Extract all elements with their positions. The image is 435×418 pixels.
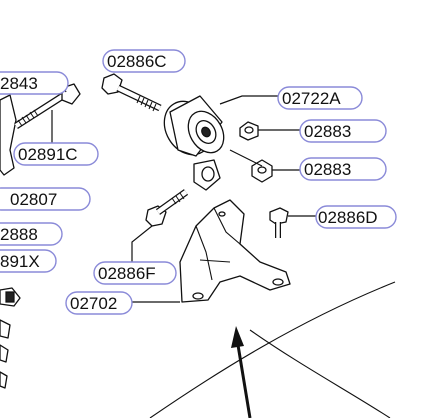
svg-text:02883: 02883 xyxy=(304,122,351,141)
label-02807[interactable]: 02807 xyxy=(0,187,91,211)
label-02891C[interactable]: 02891C xyxy=(13,142,99,166)
svg-text:2888: 2888 xyxy=(0,225,38,244)
label-02883-upper[interactable]: 02883 xyxy=(299,119,387,143)
label-02886C[interactable]: 02886C xyxy=(102,49,186,73)
label-02891X[interactable]: 891X xyxy=(0,249,57,273)
nut-02883-upper xyxy=(239,121,259,141)
svg-text:02886D: 02886D xyxy=(318,208,378,227)
svg-text:02702: 02702 xyxy=(70,294,117,313)
left-bracket-part xyxy=(0,94,21,389)
bolt-02886F xyxy=(145,189,189,227)
nut-02883-lower xyxy=(251,159,273,183)
bolt-02886C xyxy=(101,73,162,112)
leader-lines xyxy=(51,62,316,303)
label-02886F[interactable]: 02886F xyxy=(93,261,177,285)
label-02843[interactable]: 2843 xyxy=(0,71,69,95)
label-02883-lower[interactable]: 02883 xyxy=(299,157,387,181)
svg-text:02807: 02807 xyxy=(10,190,57,209)
label-02702[interactable]: 02702 xyxy=(65,291,133,315)
svg-text:02886F: 02886F xyxy=(98,264,156,283)
part-labels: 02886C 2843 02722A 02891C 02883 02883 02… xyxy=(0,49,397,315)
label-02886D[interactable]: 02886D xyxy=(315,205,397,229)
svg-text:02891C: 02891C xyxy=(18,145,78,164)
bolt-02886D xyxy=(269,207,289,238)
svg-text:02722A: 02722A xyxy=(282,89,341,108)
svg-text:02886C: 02886C xyxy=(107,52,167,71)
vehicle-body-outline xyxy=(149,281,396,418)
svg-text:02883: 02883 xyxy=(304,160,351,179)
label-02888[interactable]: 2888 xyxy=(0,222,63,246)
svg-text:891X: 891X xyxy=(0,252,40,271)
label-02722A[interactable]: 02722A xyxy=(277,86,363,110)
svg-text:2843: 2843 xyxy=(0,74,38,93)
bushing-02722A xyxy=(163,95,225,191)
direction-arrow xyxy=(231,326,252,418)
bracket-02702 xyxy=(179,199,291,303)
